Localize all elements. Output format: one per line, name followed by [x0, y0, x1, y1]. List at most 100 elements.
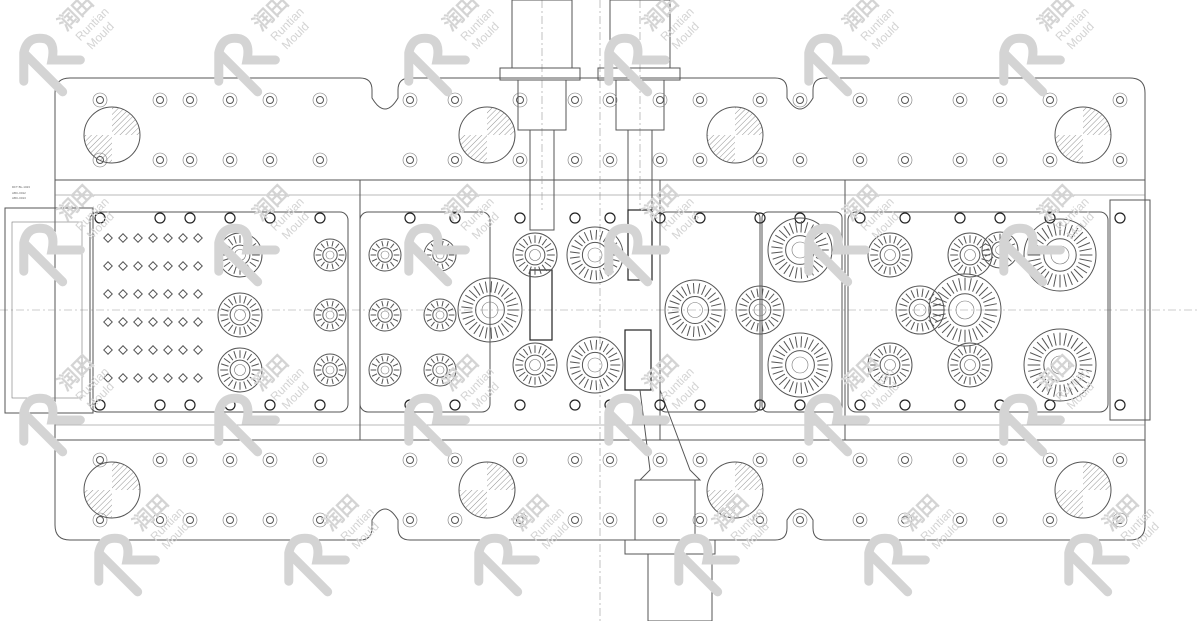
pierce-punch — [103, 289, 113, 299]
pilot-hole — [154, 212, 166, 224]
lamination-punch — [457, 277, 523, 343]
pilot-hole — [694, 399, 706, 411]
pilot-hole — [994, 212, 1006, 224]
bolt-hole — [992, 152, 1008, 168]
pilot-hole — [449, 212, 461, 224]
bolt-hole — [512, 152, 528, 168]
bolt-hole — [952, 452, 968, 468]
bolt-hole — [1042, 452, 1058, 468]
pierce-punch — [178, 233, 188, 243]
pilot-hole — [94, 212, 106, 224]
pierce-punch — [178, 345, 188, 355]
lamination-punch — [512, 232, 558, 278]
bolt-hole — [752, 92, 768, 108]
bolt-hole — [512, 512, 528, 528]
lamination-punch — [368, 298, 402, 332]
bolt-hole — [182, 512, 198, 528]
bolt-hole — [752, 452, 768, 468]
bolt-hole — [312, 92, 328, 108]
bolt-hole — [602, 152, 618, 168]
bolt-hole — [692, 152, 708, 168]
pierce-punch — [193, 373, 203, 383]
pilot-hole — [314, 212, 326, 224]
pierce-punch — [193, 289, 203, 299]
lamination-punch — [947, 232, 993, 278]
pierce-punch — [193, 317, 203, 327]
bolt-hole — [222, 152, 238, 168]
pierce-punch — [148, 373, 158, 383]
bolt-hole — [222, 452, 238, 468]
bolt-hole — [402, 452, 418, 468]
bolt-hole — [567, 152, 583, 168]
bolt-hole — [182, 92, 198, 108]
bolt-hole — [952, 152, 968, 168]
bolt-hole — [1042, 92, 1058, 108]
bolt-hole — [692, 92, 708, 108]
bolt-hole — [852, 152, 868, 168]
bolt-hole — [652, 512, 668, 528]
pierce-punch — [133, 233, 143, 243]
bolt-hole — [952, 92, 968, 108]
bolt-hole — [447, 92, 463, 108]
pilot-hole — [1044, 212, 1056, 224]
pilot-hole — [954, 212, 966, 224]
pilot-hole — [654, 399, 666, 411]
pilot-hole — [854, 212, 866, 224]
pierce-punch — [148, 345, 158, 355]
pilot-hole — [1044, 399, 1056, 411]
bolt-hole — [1042, 152, 1058, 168]
bolt-hole — [447, 512, 463, 528]
lamination-punch — [767, 332, 833, 398]
bolt-hole — [152, 512, 168, 528]
bolt-hole — [567, 512, 583, 528]
pierce-punch — [103, 373, 113, 383]
pilot-hole — [654, 212, 666, 224]
bolt-hole — [182, 152, 198, 168]
pilot-hole — [264, 399, 276, 411]
bolt-hole — [402, 152, 418, 168]
lamination-punch — [423, 298, 457, 332]
lamination-punch — [313, 298, 347, 332]
pilot-hole — [899, 212, 911, 224]
bolt-hole — [952, 512, 968, 528]
bolt-hole — [1112, 92, 1128, 108]
pierce-punch — [193, 261, 203, 271]
pilot-hole — [754, 212, 766, 224]
pierce-punch — [163, 345, 173, 355]
bolt-hole — [1112, 452, 1128, 468]
pierce-punch — [103, 233, 113, 243]
pilot-hole — [1114, 399, 1126, 411]
pierce-punch — [193, 233, 203, 243]
bolt-hole — [992, 92, 1008, 108]
bolt-hole — [602, 452, 618, 468]
lamination-punch — [368, 353, 402, 387]
bolt-hole — [897, 512, 913, 528]
pierce-punch — [163, 317, 173, 327]
pilot-hole — [264, 212, 276, 224]
pilot-hole — [569, 212, 581, 224]
lamination-punch — [867, 232, 913, 278]
bolt-hole — [262, 452, 278, 468]
bolt-hole — [312, 452, 328, 468]
lamination-punch — [928, 273, 1002, 347]
pilot-hole — [514, 399, 526, 411]
bolt-hole — [447, 152, 463, 168]
bolt-hole — [897, 152, 913, 168]
pierce-punch — [118, 317, 128, 327]
pilot-hole — [954, 399, 966, 411]
pilot-hole — [224, 212, 236, 224]
pierce-punch — [133, 289, 143, 299]
lamination-punch — [368, 238, 402, 272]
lamination-punch — [313, 238, 347, 272]
bolt-hole — [152, 92, 168, 108]
pilot-hole — [449, 399, 461, 411]
pierce-punch — [148, 317, 158, 327]
bolt-hole — [652, 92, 668, 108]
